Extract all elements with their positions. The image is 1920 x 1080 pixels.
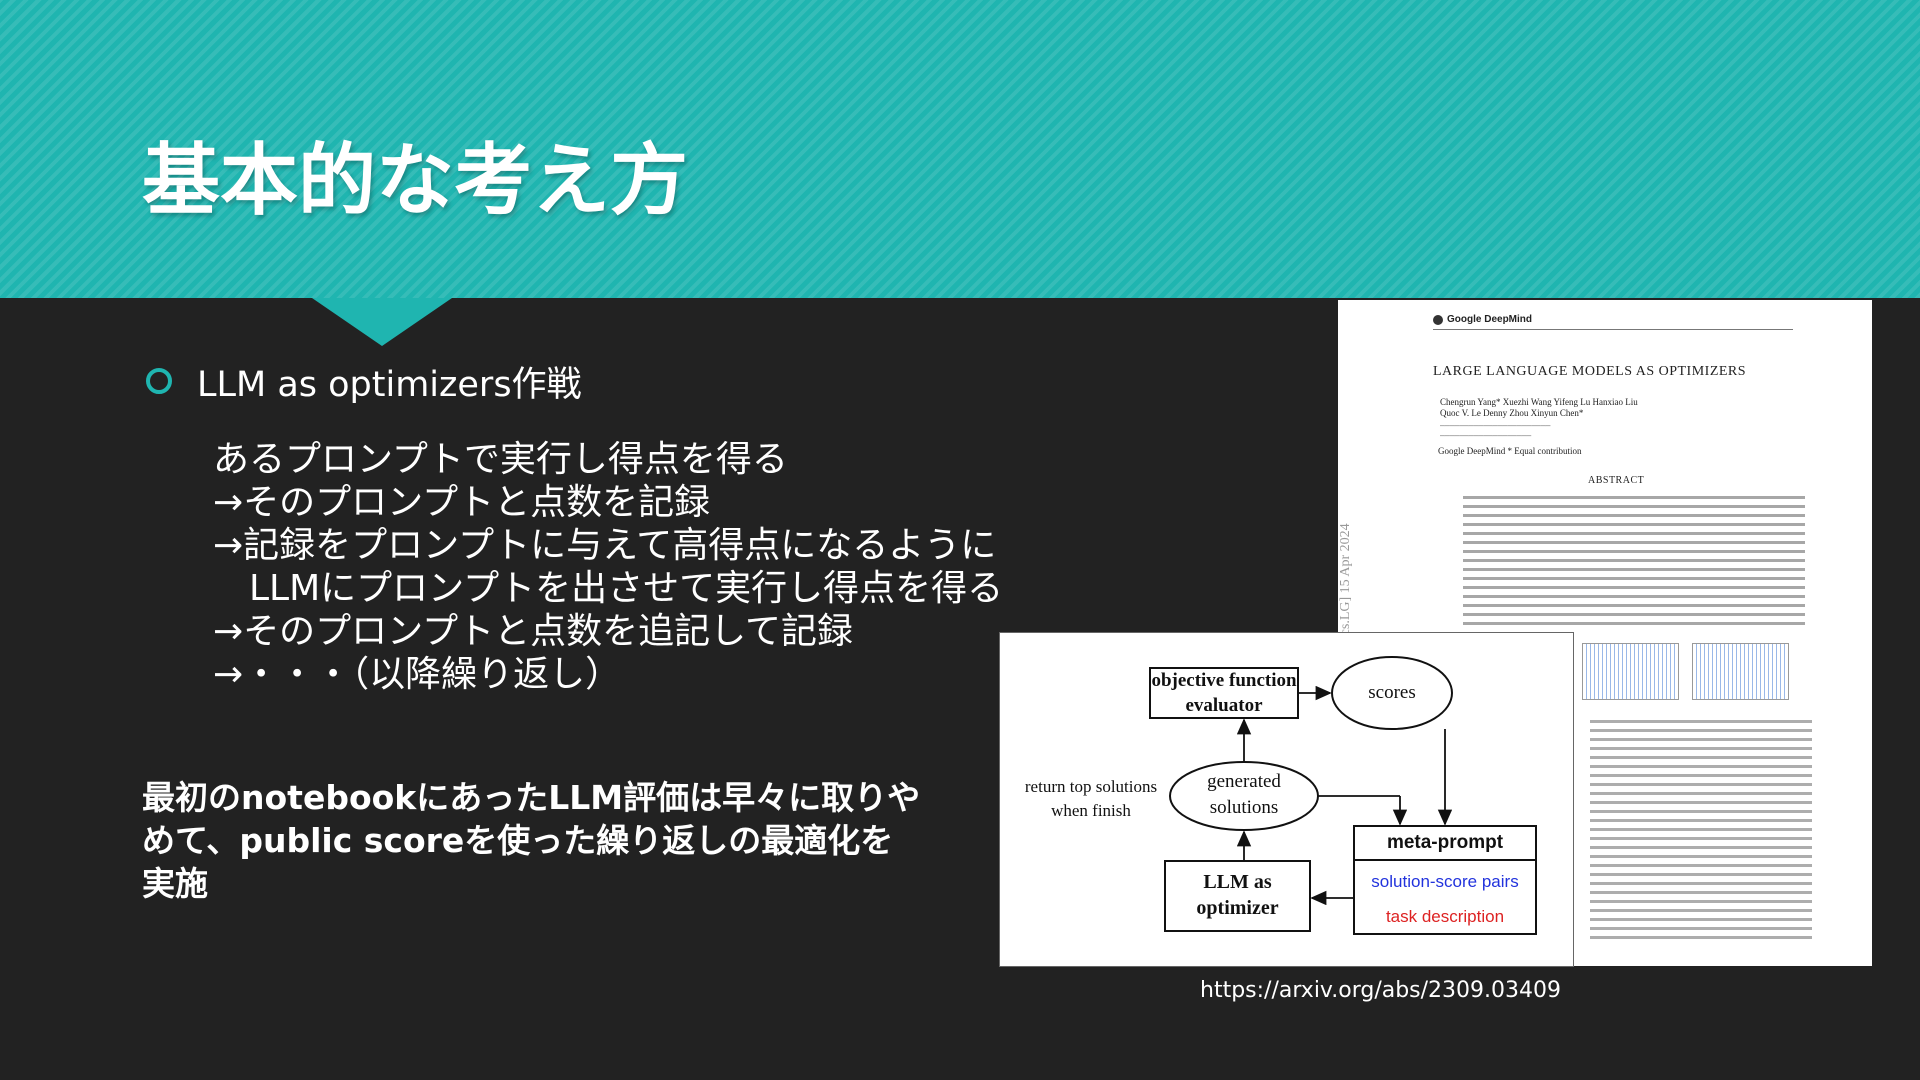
optimizer-label-line: LLM as — [1203, 871, 1272, 893]
opro-diagram: objective function evaluator scores gene… — [999, 632, 1574, 967]
note-line: めて、public scoreを使った繰り返しの最適化を — [142, 821, 894, 860]
optimizer-label-line: optimizer — [1196, 897, 1279, 919]
paper-emails: ————————————————————————————————————————… — [1440, 422, 1551, 441]
bullet-text: LLM as optimizers作戦 — [197, 365, 582, 405]
bullet-circle-icon — [146, 368, 172, 394]
step-line: あるプロンプトで実行し得点を得る — [213, 439, 788, 480]
slide-title: 基本的な考え方 — [142, 136, 689, 226]
title-banner — [0, 0, 1920, 298]
evaluator-box — [1149, 667, 1299, 719]
meta-prompt-header-box — [1353, 825, 1537, 861]
arxiv-stamp: [cs.LG] 15 Apr 2024 — [1338, 523, 1353, 640]
step-line: →そのプロンプトと点数を追記して記録 — [213, 611, 854, 652]
plot-thumbnail — [1582, 643, 1679, 700]
generated-label: generated solutions — [1170, 769, 1318, 821]
summary-note: 最初のnotebookにあったLLM評価は早々に取りや めて、public sc… — [142, 776, 972, 905]
logo-text: Google DeepMind — [1447, 314, 1532, 325]
paper-affiliation: Google DeepMind * Equal contribution — [1438, 446, 1582, 456]
step-line: LLMにプロンプトを出させて実行し得点を得る — [249, 568, 1004, 609]
step-line: →・・・（以降繰り返し） — [213, 654, 622, 695]
meta-prompt-body-box — [1353, 859, 1537, 935]
authors-line: Chengrun Yang* Xuezhi Wang Yifeng Lu Han… — [1440, 397, 1638, 407]
return-label: return top solutions when finish — [1006, 775, 1176, 823]
scores-ellipse — [1331, 656, 1453, 730]
return-label-line: return top solutions — [1024, 777, 1158, 796]
optimizer-box — [1164, 860, 1311, 932]
deepmind-logo-icon — [1433, 314, 1443, 325]
paper-authors: Chengrun Yang* Xuezhi Wang Yifeng Lu Han… — [1440, 397, 1638, 419]
note-line: 実施 — [142, 864, 208, 903]
deepmind-logo: Google DeepMind — [1433, 314, 1532, 325]
return-label-line: when finish — [1051, 801, 1131, 820]
banner-notch — [312, 298, 452, 346]
steps-list: あるプロンプトで実行し得点を得る →そのプロンプトと点数を記録 →記録をプロンプ… — [213, 438, 1003, 696]
authors-line: Quoc V. Le Denny Zhou Xinyun Chen* — [1440, 408, 1584, 418]
paper-plots — [1582, 643, 1790, 708]
optimizer-label: LLM as optimizer — [1165, 869, 1310, 921]
generated-label-line: generated — [1207, 771, 1281, 792]
paper-body-text — [1590, 720, 1812, 940]
pairs-label: solution-score pairs — [1371, 872, 1519, 891]
evaluator-label-line: objective function — [1151, 670, 1297, 691]
note-line: 最初のnotebookにあったLLM評価は早々に取りや — [142, 778, 921, 817]
paper-title: LARGE LANGUAGE MODELS AS OPTIMIZERS — [1433, 364, 1747, 379]
meta-prompt-label: meta-prompt — [1386, 832, 1504, 853]
abstract-body — [1463, 496, 1805, 626]
task-label: task description — [1385, 907, 1505, 926]
source-url[interactable]: https://arxiv.org/abs/2309.03409 — [1200, 978, 1562, 1003]
step-line: →記録をプロンプトに与えて高得点になるように — [213, 525, 997, 566]
header-rule — [1433, 329, 1793, 330]
diagram-shapes — [1149, 656, 1537, 935]
abstract-heading: ABSTRACT — [1588, 475, 1645, 486]
evaluator-label: objective function evaluator — [1150, 668, 1298, 718]
scores-label: scores — [1368, 682, 1416, 703]
step-line: →そのプロンプトと点数を記録 — [213, 482, 711, 523]
evaluator-label-line: evaluator — [1185, 695, 1263, 716]
plot-thumbnail — [1692, 643, 1789, 700]
generated-label-line: solutions — [1209, 797, 1279, 818]
